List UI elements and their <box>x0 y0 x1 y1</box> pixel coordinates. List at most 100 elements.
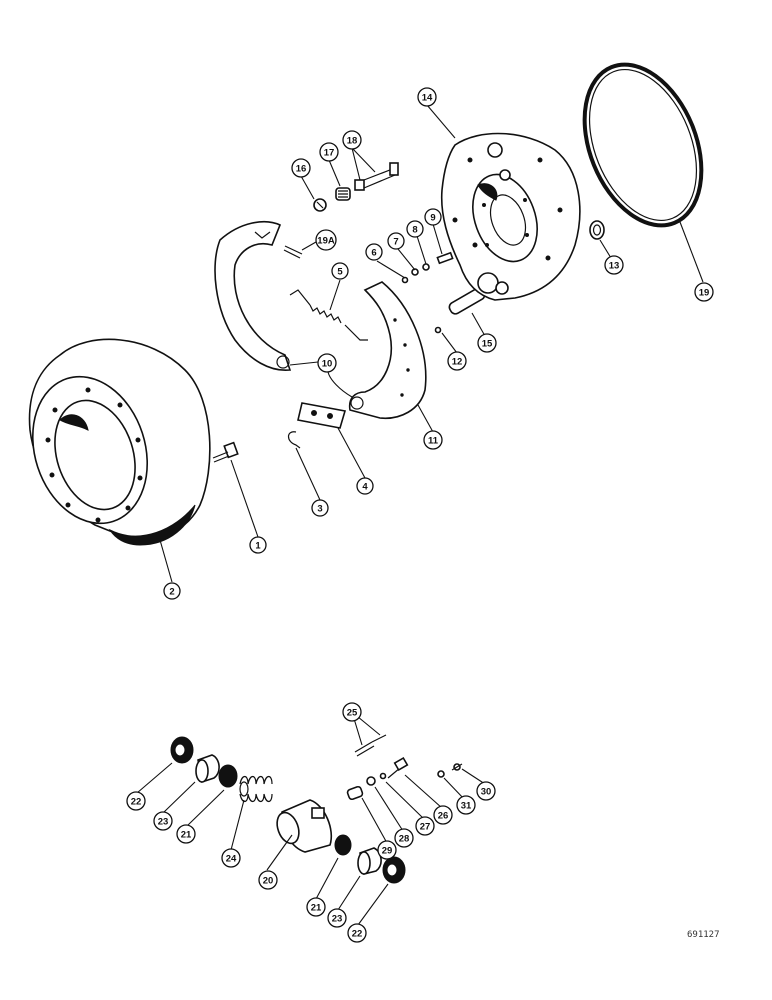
callout-20: 20 <box>258 870 278 890</box>
callout-19a: 19A <box>315 229 337 251</box>
svg-text:26: 26 <box>438 811 449 822</box>
callout-24: 24 <box>221 848 241 868</box>
callout-15: 15 <box>477 333 497 353</box>
callout-31: 31 <box>456 795 476 815</box>
svg-text:11: 11 <box>428 436 439 447</box>
anchor-plate <box>297 402 347 429</box>
callout-29: 29 <box>377 840 397 860</box>
svg-text:12: 12 <box>452 357 463 368</box>
figure-code: 691127 <box>687 930 720 940</box>
cylinder-cup-22-left <box>170 736 194 764</box>
callout-23-right: 23 <box>327 908 347 928</box>
callout-5: 5 <box>331 262 349 280</box>
svg-text:14: 14 <box>422 93 433 104</box>
cylinder-cup-22-right <box>382 856 406 884</box>
svg-text:24: 24 <box>226 854 237 865</box>
svg-text:1: 1 <box>255 541 261 552</box>
svg-text:4: 4 <box>362 482 368 493</box>
svg-text:18: 18 <box>347 136 358 147</box>
callout-28: 28 <box>394 828 414 848</box>
callout-4: 4 <box>356 477 374 495</box>
bleeder-screw-25 <box>354 734 387 757</box>
svg-text:17: 17 <box>324 148 335 159</box>
svg-text:5: 5 <box>337 267 343 278</box>
inlet-fitting-29 <box>346 785 364 801</box>
callout-13: 13 <box>604 255 624 275</box>
adjuster-cam <box>313 198 327 212</box>
cylinder-boot-21-right <box>334 834 352 856</box>
cylinder-spring-24 <box>239 775 273 803</box>
svg-text:21: 21 <box>181 830 192 841</box>
backing-plate <box>440 132 581 301</box>
callout-22-left: 22 <box>126 791 146 811</box>
svg-text:22: 22 <box>131 797 142 808</box>
callout-18: 18 <box>342 130 362 150</box>
callout-21-left: 21 <box>176 824 196 844</box>
svg-text:21: 21 <box>311 903 322 914</box>
svg-text:13: 13 <box>609 261 620 272</box>
svg-text:6: 6 <box>371 248 376 259</box>
callout-22-right: 22 <box>347 923 367 943</box>
cylinder-boot-21-left <box>218 764 238 788</box>
svg-text:3: 3 <box>317 504 322 515</box>
callout-10: 10 <box>317 353 337 373</box>
svg-text:15: 15 <box>482 339 493 350</box>
bolt-26 <box>387 756 409 779</box>
svg-text:2: 2 <box>169 587 174 598</box>
adjuster-spring <box>335 187 351 201</box>
callout-25: 25 <box>342 702 362 722</box>
callout-14: 14 <box>417 87 437 107</box>
callout-19: 19 <box>694 282 714 302</box>
callout-8: 8 <box>406 220 424 238</box>
seal-nut <box>589 220 605 240</box>
cylinder-piston-23-right <box>357 847 382 875</box>
brake-shoe-primary <box>214 220 292 371</box>
callout-16: 16 <box>291 158 311 178</box>
brake-drum <box>28 338 211 546</box>
svg-text:19A: 19A <box>317 236 335 247</box>
callout-3: 3 <box>311 499 329 517</box>
callout-6: 6 <box>365 243 383 261</box>
copper-washer-27 <box>379 772 387 780</box>
lockwasher-31 <box>437 770 445 778</box>
callout-17: 17 <box>319 142 339 162</box>
svg-text:9: 9 <box>430 213 435 224</box>
callout-2: 2 <box>163 582 181 600</box>
brake-shoe-secondary <box>348 281 427 419</box>
svg-text:27: 27 <box>420 822 431 833</box>
callout-30: 30 <box>476 781 496 801</box>
svg-text:22: 22 <box>352 929 363 940</box>
gasket-ring <box>582 62 704 228</box>
callout-7: 7 <box>387 232 405 250</box>
svg-text:31: 31 <box>461 801 472 812</box>
svg-text:23: 23 <box>158 817 169 828</box>
shoe-pin <box>283 245 303 259</box>
callout-27: 27 <box>415 816 435 836</box>
cylinder-piston-23-left <box>195 754 220 784</box>
wheel-bolt <box>212 441 239 463</box>
bleeder-fitting <box>436 251 454 265</box>
callout-9: 9 <box>424 208 442 226</box>
callout-23-left: 23 <box>153 811 173 831</box>
svg-text:20: 20 <box>263 876 274 887</box>
svg-text:19: 19 <box>699 288 710 299</box>
retainer-clip <box>287 431 301 449</box>
svg-text:25: 25 <box>347 708 358 719</box>
return-spring <box>289 289 368 341</box>
svg-text:8: 8 <box>412 225 417 236</box>
screw-30 <box>451 763 463 771</box>
callout-1: 1 <box>249 536 267 554</box>
svg-text:23: 23 <box>332 914 343 925</box>
adjuster-bolt <box>354 162 399 191</box>
svg-text:29: 29 <box>382 846 393 857</box>
svg-text:10: 10 <box>322 359 333 370</box>
svg-text:16: 16 <box>296 164 307 175</box>
callout-12: 12 <box>447 351 467 371</box>
svg-text:30: 30 <box>481 787 492 798</box>
svg-text:28: 28 <box>399 834 410 845</box>
svg-text:7: 7 <box>393 237 398 248</box>
wheel-cylinder-body <box>276 799 332 853</box>
washer-28 <box>366 776 376 786</box>
callout-26: 26 <box>433 805 453 825</box>
